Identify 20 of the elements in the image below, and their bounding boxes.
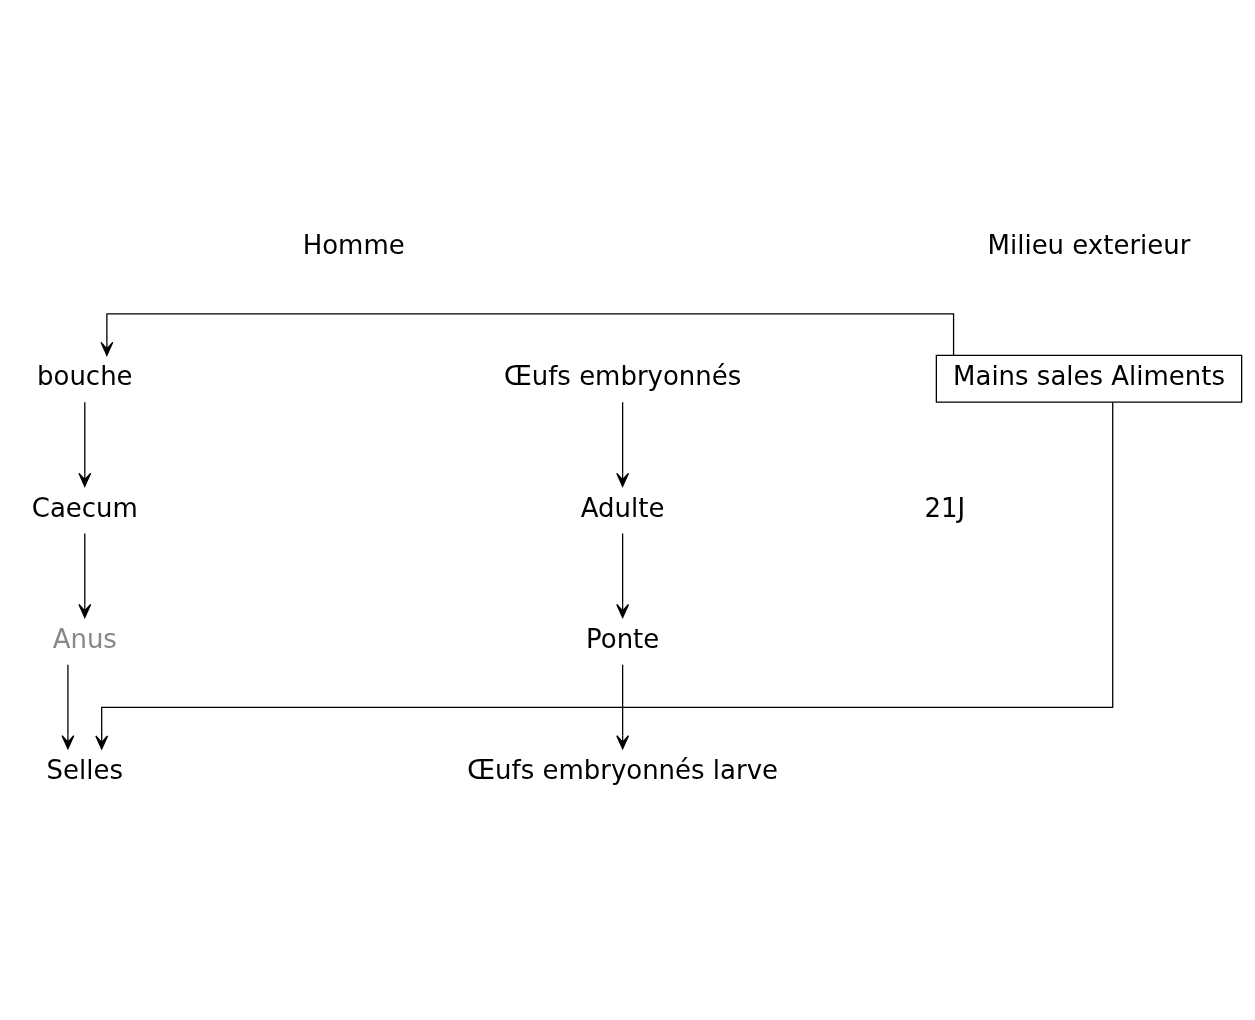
label: 21J [924,492,966,523]
node-box: Mains sales Aliments [935,354,1243,403]
label: Milieu exterieur [987,230,1191,261]
label: Homme [302,230,405,261]
arrow [61,664,75,750]
node-text: Œufs embryonnés [503,361,742,392]
arrow [616,532,630,619]
arrow [616,664,630,750]
arrow [95,401,1114,750]
node-text: Caecum [31,492,138,523]
node-text: Œufs embryonnés larve [467,754,778,785]
node-text: bouche [37,361,133,392]
node-text: Anus [52,623,117,654]
arrow [78,532,92,619]
arrow [78,401,92,487]
arrow [100,313,955,356]
arrow [616,401,630,487]
node-text: Adulte [580,492,665,523]
node-text: Selles [46,754,123,785]
node-text: Ponte [586,623,660,654]
